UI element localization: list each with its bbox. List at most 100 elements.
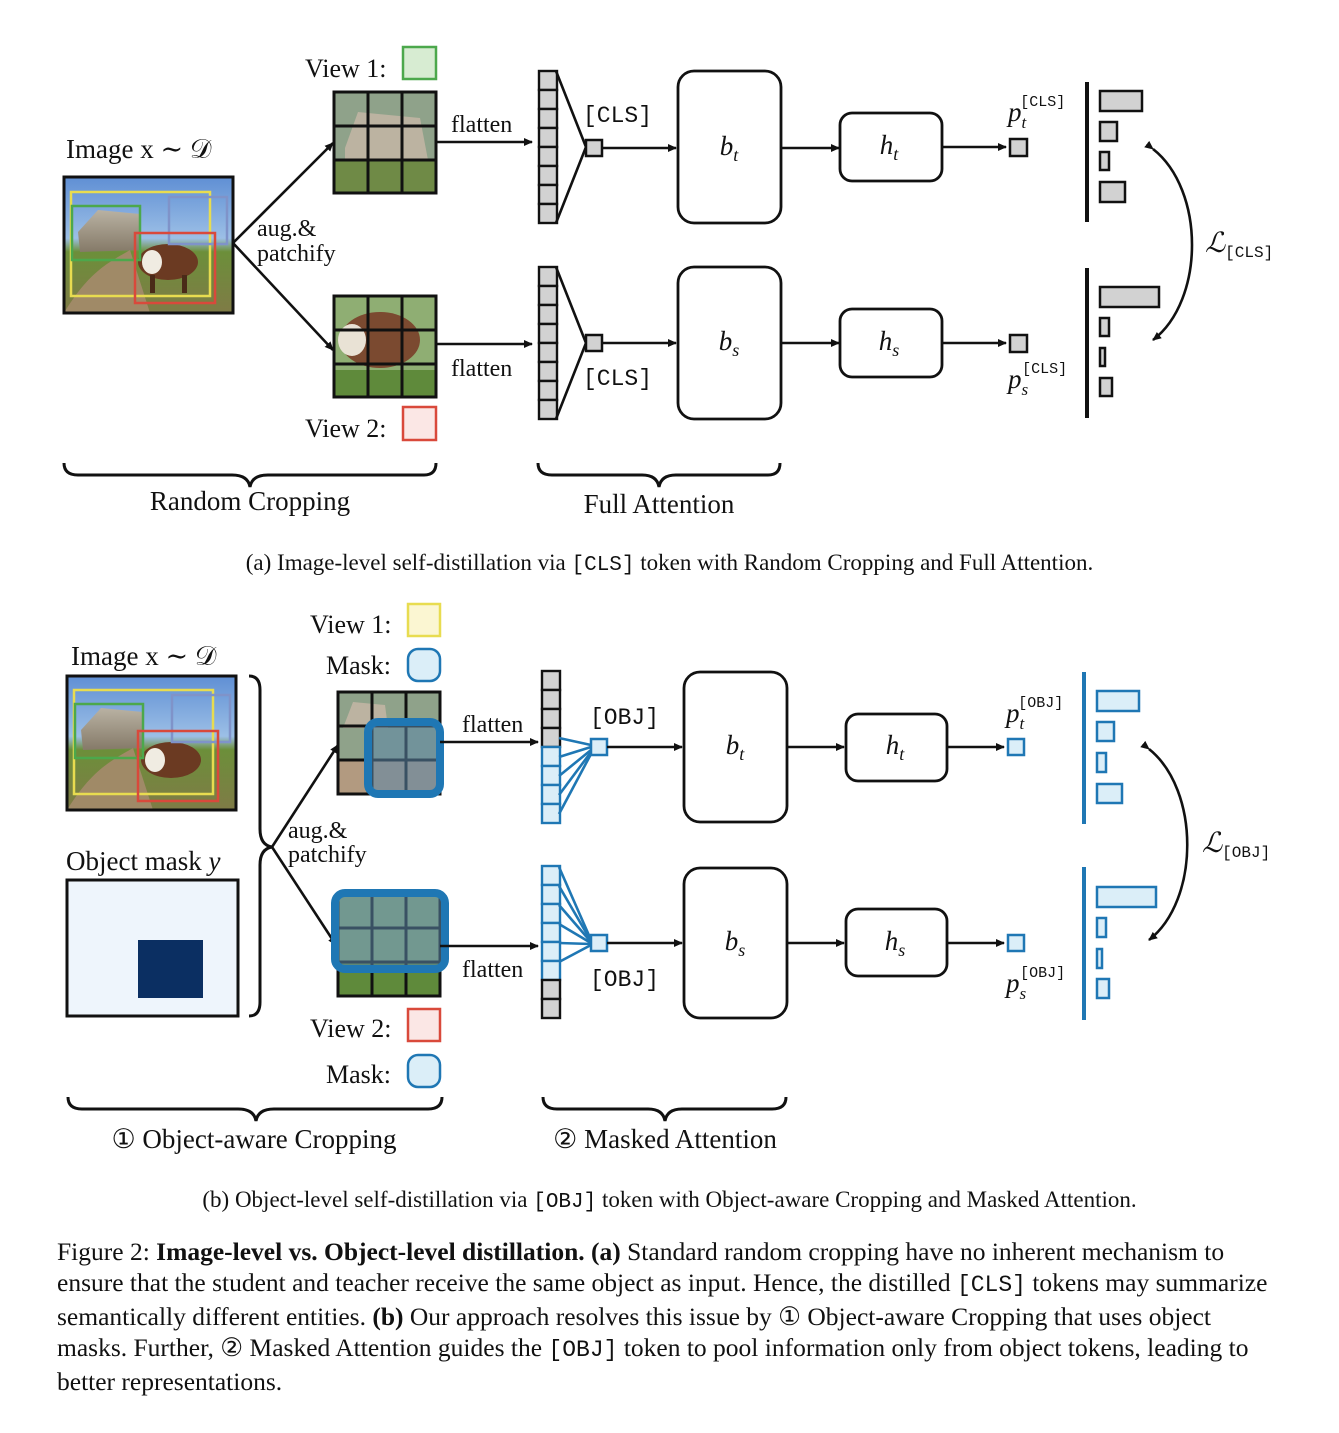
patch-token: [537, 322, 559, 345]
patch-token: [540, 783, 562, 806]
aug-label-b-line1: aug.&: [288, 818, 348, 844]
hist-bar: [1095, 885, 1158, 909]
view1-label: View 1:: [305, 54, 386, 83]
hist-bar: [1095, 689, 1141, 713]
teacher-histogram: [1098, 89, 1144, 204]
hist-bar: [1098, 346, 1107, 368]
loss-label: ℒ[CLS]: [1205, 228, 1273, 262]
loss-arrow: [1144, 140, 1194, 342]
caption-token-cls: [CLS]: [956, 1272, 1026, 1298]
hist-bar: [1098, 376, 1114, 398]
aug-label-line2: patchify: [257, 241, 336, 267]
caption-text-1: Standard random cropping have no inheren…: [57, 1237, 1225, 1297]
patch-token: [540, 883, 562, 906]
mask1-swatch: [406, 647, 442, 683]
teacher-prob-label-b: pt[OBJ]: [1004, 695, 1063, 733]
brace-masked-attention: [541, 1096, 788, 1122]
patch-token: [537, 126, 559, 149]
figure-caption: Figure 2: Image-level vs. Object-level d…: [57, 1236, 1287, 1397]
hist-bar: [1095, 947, 1104, 970]
patch-token: [537, 145, 559, 168]
masked-attention-links-student: [557, 866, 593, 964]
patch-token: [540, 902, 562, 925]
hist-bar: [1098, 285, 1161, 309]
masked-attention-label: ② Masked Attention: [553, 1124, 777, 1154]
aug-label-line1: aug.&: [257, 216, 317, 242]
caption-a: (a) Image-level self-distillation via [C…: [0, 550, 1339, 577]
flatten-label-top: flatten: [451, 112, 512, 138]
caption-marker-a: (a): [591, 1237, 621, 1266]
crop-box-red: [133, 231, 217, 305]
view1-patch-grid-b: [336, 690, 444, 798]
caption-text-4: token to pool information only from obje…: [57, 1333, 1249, 1396]
patch-token: [540, 726, 562, 749]
object-aware-cropping-label: ① Object-aware Cropping: [111, 1124, 396, 1154]
object-mask-label: Object mask y: [66, 846, 220, 876]
student-prob-label-b: ps[OBJ]: [1004, 965, 1065, 1003]
caption-a-suffix: token with Random Cropping and Full Atte…: [634, 550, 1094, 575]
obj-token-student: [589, 933, 609, 953]
patch-token: [540, 940, 562, 963]
patch-token: [537, 265, 559, 288]
caption-marker-b: (b): [372, 1302, 404, 1331]
view2-swatch: [401, 405, 438, 442]
view1-patch-grid: [332, 90, 438, 195]
view2-patch-grid-b: [331, 889, 449, 998]
caption-b-token: [OBJ]: [533, 1191, 597, 1214]
hist-bar: [1098, 89, 1144, 113]
token-column-teacher: [537, 69, 559, 225]
caption-b: (b) Object-level self-distillation via […: [0, 1187, 1339, 1214]
caption-a-prefix: (a) Image-level self-distillation via: [245, 550, 572, 575]
patch-token: [540, 978, 562, 1001]
panel-b: Image x ∼ 𝒟 Object mask y aug.& patchify…: [65, 602, 1270, 1154]
object-mask-overlay: [364, 718, 444, 798]
patch-token: [537, 379, 559, 402]
teacher-histogram-b: [1095, 689, 1141, 805]
masked-attention-links-teacher: [557, 736, 593, 815]
crop-box-blue: [167, 195, 229, 246]
view2-label: View 2:: [305, 414, 386, 443]
hist-bar: [1095, 916, 1108, 939]
patch-token: [537, 164, 559, 187]
caption-text-3: Our approach resolves this issue by ① Ob…: [57, 1302, 1211, 1362]
view2-patch-grid: [332, 294, 438, 399]
teacher-prob-label: pt[CLS]: [1006, 94, 1065, 132]
brace-random-cropping: [62, 462, 438, 488]
teacher-output-token-b: [1006, 737, 1026, 757]
patch-token: [540, 669, 562, 692]
figure-diagram: Image x ∼ 𝒟 aug.& patchify View 1:: [62, 45, 1273, 1154]
patch-token: [540, 921, 562, 944]
patch-token: [537, 398, 559, 421]
cls-token-student: [584, 333, 604, 353]
student-output-token-b: [1006, 933, 1026, 953]
mask2-swatch: [406, 1053, 442, 1089]
hist-bar: [1095, 720, 1116, 743]
cls-label-bottom: [CLS]: [583, 366, 652, 392]
patch-token: [540, 959, 562, 982]
obj-label-top: [OBJ]: [590, 705, 659, 731]
hist-bar: [1095, 977, 1111, 1000]
patch-token: [537, 284, 559, 307]
patch-token: [537, 341, 559, 364]
patch-token: [537, 303, 559, 326]
token-column-student: [537, 265, 559, 421]
hist-bar: [1095, 782, 1124, 805]
patch-token: [537, 360, 559, 383]
student-histogram: [1098, 285, 1161, 398]
cls-label-top: [CLS]: [583, 103, 652, 129]
object-mask-image: [65, 878, 240, 1018]
patch-token: [540, 764, 562, 787]
patch-token: [540, 802, 562, 825]
caption-token-obj: [OBJ]: [548, 1337, 618, 1363]
flatten-label-bottom: flatten: [451, 356, 512, 382]
patch-token: [537, 202, 559, 225]
caption-a-token: [CLS]: [571, 554, 635, 577]
caption-b-suffix: token with Object-aware Cropping and Mas…: [596, 1187, 1137, 1212]
panel-a: Image x ∼ 𝒟 aug.& patchify View 1:: [62, 45, 1273, 519]
full-attention-label: Full Attention: [584, 489, 735, 519]
mask2-label: Mask:: [326, 1060, 391, 1089]
hist-bar: [1098, 316, 1111, 338]
patch-token: [540, 864, 562, 887]
aug-label-b-line2: patchify: [288, 842, 367, 868]
caption-text-2: tokens may summarize semantically differ…: [57, 1268, 1268, 1331]
